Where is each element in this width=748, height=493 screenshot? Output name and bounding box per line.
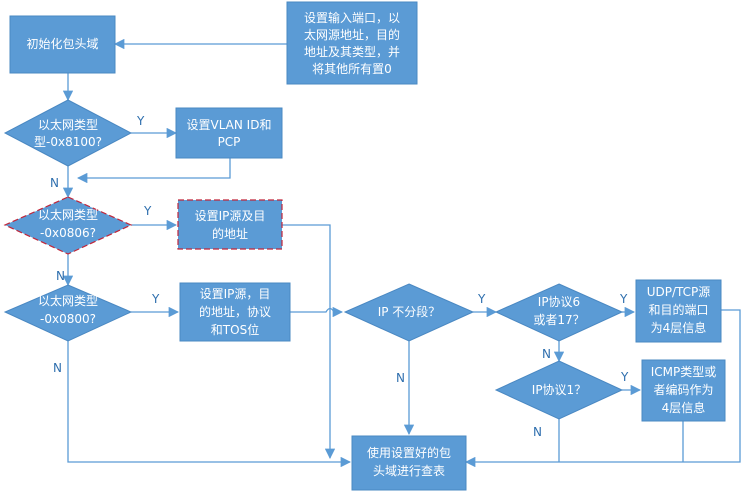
node-set-vlan-line-1: 设置VLAN ID和 — [187, 118, 272, 132]
node-set-ip-src-dst-line-2: 的地址 — [212, 226, 248, 241]
node-set-icmp-line-3: 4层信息 — [662, 400, 706, 415]
edge-udptcp-to-lookup — [464, 309, 741, 468]
node-check-ip-nofrag: IP 不分段？ — [343, 283, 475, 342]
node-set-input: 设置输入端口，以 太网源地址，目的 地址及其类型，并 将其他所有置0 — [286, 1, 418, 85]
node-set-vlan-line-2: PCP — [218, 135, 241, 149]
node-check-0800: 以太网类型 -0x0800? — [3, 284, 133, 342]
node-set-ip-src-dst-line-1: 设置IP源及目 — [195, 209, 266, 223]
label-6-17-no: N — [542, 347, 551, 361]
node-set-ip-proto-tos: 设置IP源，目 的地址，协议 和TOS位 — [179, 282, 291, 342]
node-set-vlan: 设置VLAN ID和 PCP — [175, 107, 283, 159]
node-init-text: 初始化包头域 — [26, 37, 98, 51]
node-check-0800-line-1: 以太网类型 — [38, 293, 98, 308]
label-6-17-yes: Y — [619, 292, 628, 306]
node-check-ip-nofrag-text: IP 不分段？ — [378, 304, 441, 319]
label-proto1-no: N — [533, 425, 542, 439]
label-proto1-yes: Y — [620, 370, 629, 384]
node-set-ip-proto-tos-line-2: 的地址，协议 — [199, 304, 271, 319]
node-check-8100-line-2: 型-0x8100? — [34, 135, 102, 149]
node-set-input-line-3: 地址及其类型，并 — [304, 45, 400, 59]
node-lookup-line-2: 头域进行查表 — [373, 464, 445, 478]
node-set-udp-tcp-line-3: 为4层信息 — [651, 320, 707, 335]
node-set-udp-tcp-line-1: UDP/TCP源 — [647, 285, 711, 299]
node-set-udp-tcp-line-2: 和目的端口 — [648, 302, 708, 317]
node-lookup-line-1: 使用设置好的包 — [367, 445, 451, 460]
node-check-0806: 以太网类型 -0x0806? — [3, 196, 133, 255]
edge-labels: Y N Y N Y N Y N Y N Y N — [50, 114, 629, 439]
node-check-8100: 以太网类型 型-0x8100? — [3, 99, 133, 167]
node-set-icmp: ICMP类型或 者编码作为 4层信息 — [641, 359, 726, 422]
node-set-icmp-line-1: ICMP类型或 — [651, 365, 717, 379]
node-set-ip-proto-tos-line-3: 和TOS位 — [211, 322, 259, 337]
edge-tos-to-nofrag — [290, 306, 344, 318]
label-8100-no: N — [50, 176, 59, 190]
edges — [62, 38, 741, 468]
node-set-udp-tcp: UDP/TCP源 和目的端口 为4层信息 — [635, 279, 722, 343]
node-check-proto-6-17-line-2: 或者17？ — [533, 313, 584, 327]
node-check-0806-line-1: 以太网类型 — [38, 207, 98, 222]
edge-ipsrc-to-lookup — [282, 224, 336, 460]
node-check-proto-6-17: IP协议6 或者17？ — [494, 283, 624, 342]
edge-0800-no — [67, 341, 352, 468]
node-set-ip-src-dst: 设置IP源及目 的地址 — [177, 199, 283, 250]
node-check-proto-1-text: IP协议1？ — [532, 382, 586, 397]
node-set-input-line-2: 太网源地址，目的 — [304, 27, 400, 42]
node-check-proto-1: IP协议1？ — [494, 360, 624, 420]
label-nofrag-no: N — [396, 371, 405, 385]
node-set-icmp-line-2: 者编码作为 — [653, 382, 713, 397]
node-check-0800-line-2: -0x0800? — [40, 312, 96, 326]
label-8100-yes: Y — [136, 114, 145, 128]
label-0800-yes: Y — [151, 292, 160, 306]
node-lookup: 使用设置好的包 头域进行查表 — [351, 435, 467, 491]
node-check-0806-line-2: -0x0806? — [40, 226, 96, 240]
node-set-ip-proto-tos-line-1: 设置IP源，目 — [200, 287, 271, 301]
label-0806-yes: Y — [143, 204, 152, 218]
node-check-8100-line-1: 以太网类型 — [38, 117, 98, 132]
node-init: 初始化包头域 — [9, 15, 116, 74]
node-check-proto-6-17-line-1: IP协议6 — [538, 294, 580, 309]
label-nofrag-yes: Y — [477, 292, 486, 306]
edge-vlan-return — [76, 158, 231, 184]
label-0800-no: N — [53, 361, 62, 375]
label-0806-no: N — [56, 269, 65, 283]
node-set-input-line-1: 设置输入端口，以 — [304, 10, 400, 25]
node-set-input-line-4: 将其他所有置0 — [312, 62, 392, 76]
